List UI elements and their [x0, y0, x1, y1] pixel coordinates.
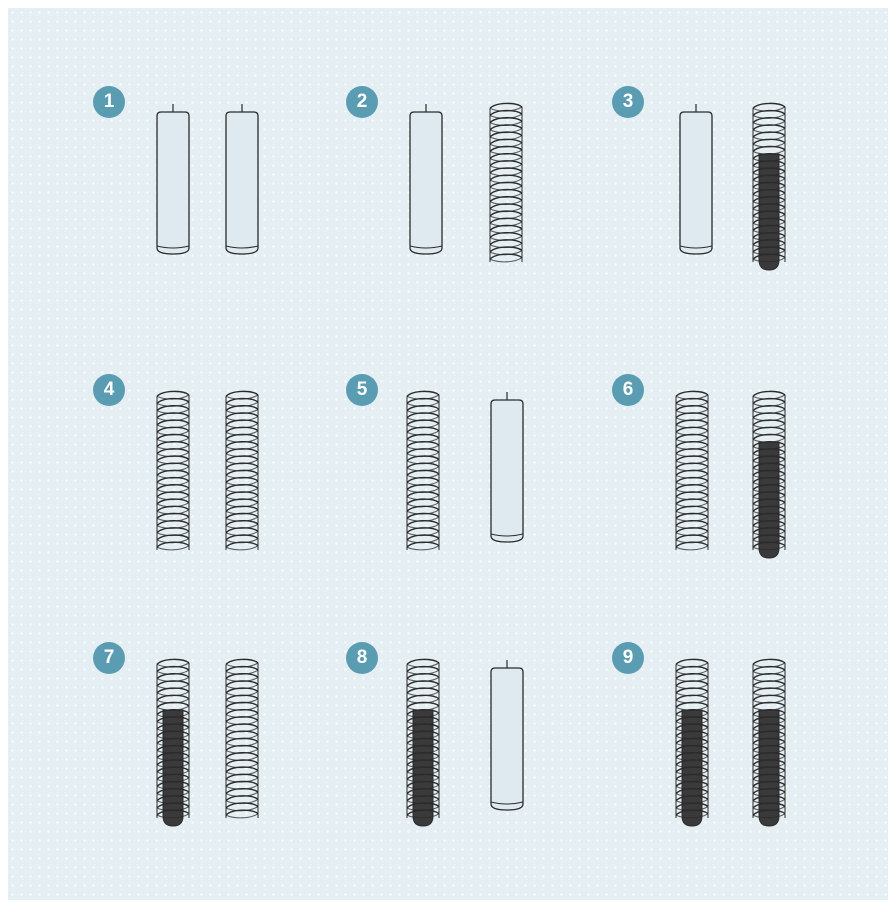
spring-coil-back: [226, 546, 258, 550]
variant-2: 2: [346, 86, 586, 296]
diagram-panel: 1 2 3 4 5 6 7 8 9: [8, 8, 888, 900]
variant-1-left: [153, 100, 193, 280]
spring-coil: [226, 659, 258, 664]
cylinder-body: [157, 112, 189, 254]
spring-coil: [157, 391, 189, 396]
variant-4-left: [153, 388, 193, 568]
spring-coil: [676, 659, 708, 664]
cylinder-body: [491, 668, 523, 810]
variant-1-right: [222, 100, 262, 280]
spring-coil: [407, 659, 439, 664]
variant-badge-7: 7: [93, 642, 125, 674]
variant-8: 8: [346, 642, 586, 852]
variant-2-right: [486, 100, 526, 280]
variant-badge-5: 5: [346, 374, 378, 406]
variant-3-left: [676, 100, 716, 280]
spring-coil: [490, 103, 522, 108]
variant-badge-3: 3: [612, 86, 644, 118]
spring-core: [759, 442, 779, 546]
variant-3-right: [749, 100, 789, 280]
variant-6-right: [749, 388, 789, 568]
variant-5-left: [403, 388, 443, 568]
spring-coil: [753, 391, 785, 396]
cylinder-body: [680, 112, 712, 254]
variant-badge-4: 4: [93, 374, 125, 406]
variant-7: 7: [93, 642, 333, 852]
spring-coil-back: [407, 546, 439, 550]
variant-badge-2: 2: [346, 86, 378, 118]
variant-badge-1: 1: [93, 86, 125, 118]
spring-coil: [753, 659, 785, 664]
spring-coil: [676, 391, 708, 396]
variant-badge-9: 9: [612, 642, 644, 674]
spring-coil: [753, 103, 785, 108]
spring-coil-back: [226, 814, 258, 818]
variant-6-left: [672, 388, 712, 568]
variant-badge-8: 8: [346, 642, 378, 674]
variant-5-right: [487, 388, 527, 568]
cylinder-body: [491, 400, 523, 542]
spring-core: [759, 154, 779, 258]
cylinder-body: [226, 112, 258, 254]
variant-6: 6: [612, 374, 852, 584]
spring-core: [682, 710, 702, 814]
cylinder-body: [410, 112, 442, 254]
spring-coil: [157, 659, 189, 664]
variant-badge-6: 6: [612, 374, 644, 406]
spring-coil-back: [157, 546, 189, 550]
variant-4-right: [222, 388, 262, 568]
variant-9-right: [749, 656, 789, 836]
variant-4: 4: [93, 374, 333, 584]
spring-core: [413, 710, 433, 814]
variant-1: 1: [93, 86, 333, 296]
spring-coil: [226, 391, 258, 396]
variant-8-left: [403, 656, 443, 836]
variant-8-right: [487, 656, 527, 836]
variant-5: 5: [346, 374, 586, 584]
spring-core: [163, 710, 183, 814]
spring-coil-back: [490, 258, 522, 262]
spring-core: [759, 710, 779, 814]
variant-3: 3: [612, 86, 852, 296]
spring-coil: [407, 391, 439, 396]
variant-9: 9: [612, 642, 852, 852]
variant-7-right: [222, 656, 262, 836]
variant-2-left: [406, 100, 446, 280]
variant-9-left: [672, 656, 712, 836]
variant-7-left: [153, 656, 193, 836]
spring-coil-back: [676, 546, 708, 550]
